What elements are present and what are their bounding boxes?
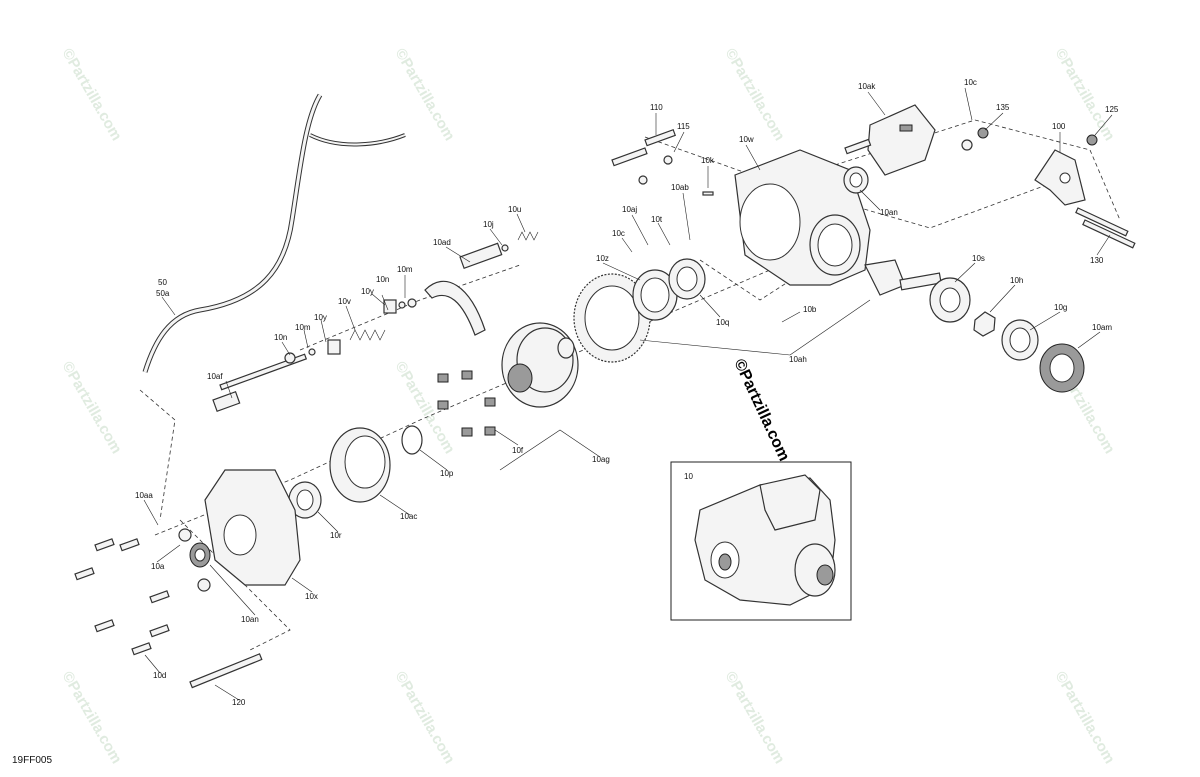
callout-10g: 10g — [1054, 303, 1067, 312]
watermark: ©Partzilla.com — [392, 46, 459, 144]
callout-10q: 10q — [716, 318, 729, 327]
callout-10an: 10an — [880, 208, 898, 217]
callout-10s: 10s — [972, 254, 985, 263]
bolts-diff — [437, 370, 496, 437]
callout-10am: 10am — [1092, 323, 1112, 332]
small-parts-row — [284, 231, 539, 364]
seals-bottom — [178, 528, 211, 592]
callout-10ab: 10ab — [671, 183, 689, 192]
callout-10ak: 10ak — [858, 82, 876, 91]
callout-10d: 10d — [153, 671, 166, 680]
watermark: ©Partzilla.com — [1052, 669, 1119, 767]
callout-10p: 10p — [440, 469, 454, 478]
bolts-130 — [1075, 207, 1136, 249]
cover-10x — [204, 469, 301, 586]
housing-10w — [734, 149, 871, 286]
bolts-left — [74, 538, 263, 689]
inset-box: 10 — [670, 461, 852, 621]
callout-10v: 10v — [338, 297, 351, 306]
callout-10aa: 10aa — [135, 491, 153, 500]
o-ring-10p — [401, 425, 423, 455]
callout-10u: 10u — [508, 205, 521, 214]
bolts-top — [611, 127, 1098, 196]
callout-10m-2: 10m — [295, 323, 311, 332]
assembled-unit-illustration — [694, 474, 836, 606]
callout-125: 125 — [1105, 105, 1119, 114]
callout-10y: 10y — [361, 287, 374, 296]
ring-gear-10ah — [573, 273, 651, 363]
callout-10aj: 10aj — [622, 205, 637, 214]
callout-110: 110 — [650, 103, 663, 112]
watermark: ©Partzilla.com — [59, 669, 126, 767]
pinion-10s — [864, 259, 971, 323]
inset-label: 10 — [684, 472, 693, 481]
tube-50 — [142, 93, 406, 373]
bearing-10q — [668, 258, 706, 300]
callout-10y-2: 10y — [314, 313, 327, 322]
watermark: ©Partzilla.com — [59, 359, 126, 457]
differential-10ag — [501, 322, 579, 408]
callout-10k: 10k — [701, 156, 715, 165]
callout-50a: 50a — [156, 289, 170, 298]
callout-100: 100 — [1052, 122, 1066, 131]
callout-10ad: 10ad — [433, 238, 451, 247]
callout-10z: 10z — [596, 254, 609, 263]
watermark: ©Partzilla.com — [722, 669, 789, 767]
parts-10h-10g-10am — [973, 311, 1085, 393]
callout-10ag: 10ag — [592, 455, 610, 464]
callout-10n: 10n — [376, 275, 389, 284]
callout-120: 120 — [232, 698, 246, 707]
drawing-code: 19FF005 — [12, 755, 52, 766]
leader-lines — [143, 87, 1113, 701]
callout-10n-2: 10n — [274, 333, 287, 342]
shaft-10af — [212, 353, 308, 413]
center-watermark: ©Partzilla.com — [730, 357, 792, 464]
bracket-100 — [1034, 149, 1086, 206]
callout-10f: 10f — [512, 446, 524, 455]
callout-10w: 10w — [739, 135, 754, 144]
callout-10ac: 10ac — [400, 512, 417, 521]
callout-10x: 10x — [305, 592, 318, 601]
callout-10c: 10c — [964, 78, 977, 87]
callout-10h: 10h — [1010, 276, 1023, 285]
actuator-10ak — [844, 104, 936, 176]
shell-10ac — [329, 427, 391, 503]
coupler-10z — [632, 269, 678, 321]
watermark: ©Partzilla.com — [722, 46, 789, 144]
callout-10m: 10m — [397, 265, 413, 274]
callout-10c-2: 10c — [612, 229, 625, 238]
callout-10af: 10af — [207, 372, 223, 381]
callout-10j: 10j — [483, 220, 494, 229]
callout-130: 130 — [1090, 256, 1104, 265]
watermark: ©Partzilla.com — [392, 669, 459, 767]
callout-10r: 10r — [330, 531, 342, 540]
callout-135: 135 — [996, 103, 1010, 112]
seal-10an-top — [843, 166, 869, 194]
callout-labels: 110 115 10k 10w 10ak 10c 135 125 100 10a… — [135, 78, 1119, 707]
callout-115: 115 — [677, 122, 690, 131]
callout-10an-2: 10an — [241, 615, 259, 624]
callout-10ah: 10ah — [789, 355, 807, 364]
callout-50: 50 — [158, 278, 167, 287]
watermark: ©Partzilla.com — [59, 46, 126, 144]
callout-10b: 10b — [803, 305, 817, 314]
callout-10t: 10t — [651, 215, 663, 224]
callout-10a: 10a — [151, 562, 165, 571]
shift-fork-10ad — [424, 242, 503, 336]
